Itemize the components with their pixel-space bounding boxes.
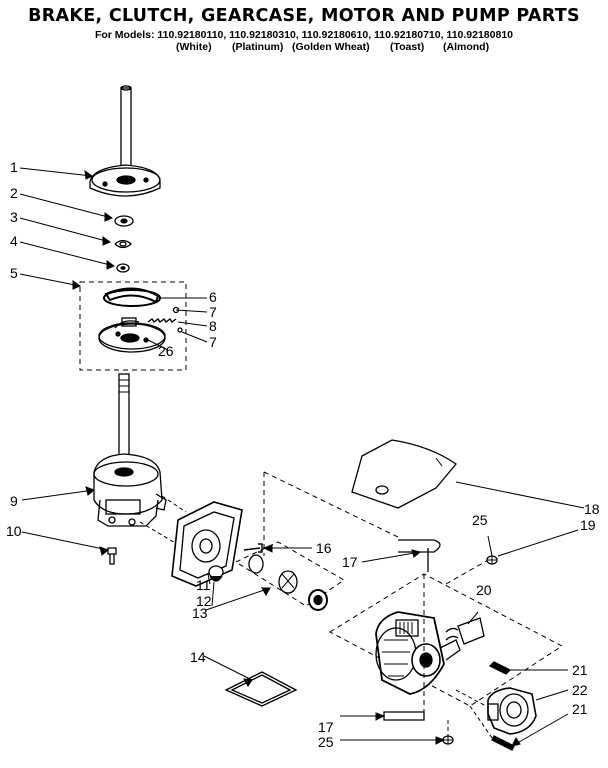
part-17-lower-bar <box>383 711 425 721</box>
callout-26: 26 <box>158 343 174 359</box>
part-16-screw <box>243 543 263 553</box>
callout-5: 5 <box>10 265 18 281</box>
part-25-screw-upper <box>486 555 498 565</box>
callout-10: 10 <box>6 523 22 539</box>
callout-25-upper: 25 <box>472 512 488 528</box>
upper-shaft <box>120 85 132 179</box>
callout-1: 1 <box>10 159 18 175</box>
leader-lines <box>19 167 585 747</box>
callout-7-lower: 7 <box>209 334 217 350</box>
part-14-shield <box>224 671 298 707</box>
callout-20: 20 <box>476 582 492 598</box>
callout-22: 22 <box>572 682 588 698</box>
finish-platinum: (Platinum) <box>232 41 284 53</box>
part-9-gearcase <box>93 453 167 527</box>
part-12-seal <box>208 565 224 582</box>
callout-18: 18 <box>584 501 600 517</box>
callout-19: 19 <box>580 517 596 533</box>
part-19-motor-platform <box>328 559 563 707</box>
callout-21-upper: 21 <box>572 662 588 678</box>
callout-8: 8 <box>209 318 217 334</box>
callout-7-upper: 7 <box>209 304 217 320</box>
motor <box>375 611 461 695</box>
models-line: For Models: 110.92180110, 110.92180310, … <box>94 29 514 41</box>
part-5-brake-assembly <box>79 281 187 371</box>
part-4-nut <box>116 263 130 273</box>
finish-golden-wheat: (Golden Wheat) <box>292 41 370 53</box>
callout-21-lower: 21 <box>572 701 588 717</box>
part-3-ring <box>114 239 132 249</box>
callout-16: 16 <box>316 540 332 556</box>
page-title: BRAKE, CLUTCH, GEARCASE, MOTOR AND PUMP … <box>28 6 580 26</box>
part-18-pad <box>351 439 457 509</box>
callout-numbers: 1 2 3 4 5 6 7 8 7 26 9 10 11 12 13 14 16… <box>6 159 600 750</box>
part-21-clip-upper <box>488 661 512 675</box>
part-2-washer <box>114 215 134 227</box>
part-20-switch <box>445 617 485 645</box>
part-10-bolt <box>107 547 117 565</box>
finish-almond: (Almond) <box>443 41 490 53</box>
callout-9: 9 <box>10 493 18 509</box>
callout-2: 2 <box>10 185 18 201</box>
callout-6: 6 <box>209 289 217 305</box>
part-21-clip-lower <box>491 735 515 751</box>
callout-14: 14 <box>190 649 206 665</box>
part-1-hub <box>89 164 161 197</box>
callout-13: 13 <box>192 605 208 621</box>
finish-white: (White) <box>176 41 212 53</box>
callout-17-upper: 17 <box>342 554 358 570</box>
callout-3: 3 <box>10 209 18 225</box>
callout-11: 11 <box>196 577 211 593</box>
callout-12: 12 <box>196 593 212 609</box>
part-11-cover-plate <box>171 501 243 587</box>
part-17-rod <box>398 539 441 572</box>
part-22-pump <box>487 687 537 735</box>
finish-toast: (Toast) <box>390 41 425 53</box>
callout-25-lower: 25 <box>318 734 334 750</box>
callout-17-lower: 17 <box>318 719 334 735</box>
callout-4: 4 <box>10 233 18 249</box>
